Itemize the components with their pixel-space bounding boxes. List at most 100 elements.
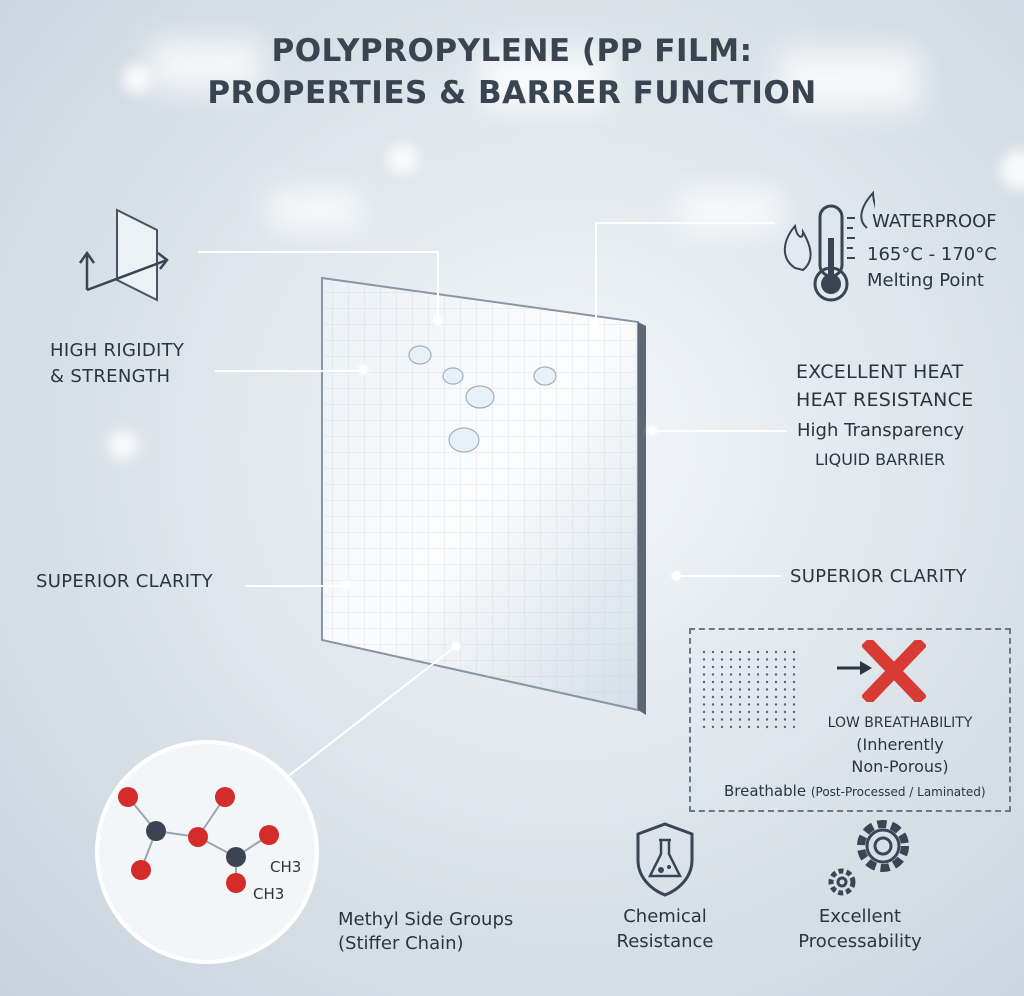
pore-dot bbox=[783, 650, 787, 654]
pore-dot bbox=[720, 710, 724, 714]
pore-dot bbox=[720, 650, 724, 654]
pore-dot bbox=[765, 658, 769, 661]
callout-line bbox=[198, 251, 438, 253]
pore-dot bbox=[783, 710, 787, 714]
pore-dot bbox=[720, 718, 724, 721]
pore-dot bbox=[774, 688, 778, 691]
pore-dot bbox=[756, 680, 760, 684]
pore-dot bbox=[783, 725, 787, 729]
heat-line-1: EXCELLENT HEAT bbox=[796, 361, 964, 383]
pore-dot bbox=[729, 703, 733, 706]
pore-dot bbox=[729, 650, 733, 654]
processability-line-2: Processability bbox=[798, 931, 922, 952]
pore-dot bbox=[765, 695, 769, 699]
pore-dot bbox=[774, 695, 778, 699]
pore-dot bbox=[756, 718, 760, 721]
callout-line bbox=[652, 430, 787, 432]
arrow-right-icon bbox=[860, 661, 872, 675]
breathability-line-1: LOW BREATHABILITY bbox=[827, 715, 973, 731]
pore-dot bbox=[711, 703, 715, 706]
callout-line bbox=[595, 222, 597, 326]
pore-dot bbox=[738, 680, 742, 684]
processability-label: Excellent Processability bbox=[795, 904, 925, 954]
pore-dot bbox=[756, 688, 760, 691]
pore-dot bbox=[765, 673, 769, 676]
pore-dot bbox=[765, 665, 769, 669]
pore-dot bbox=[729, 725, 733, 729]
pore-dot bbox=[747, 658, 751, 661]
pore-dot bbox=[702, 658, 706, 661]
pp-film-sheet bbox=[321, 276, 646, 715]
pore-dot bbox=[738, 650, 742, 654]
pore-dot bbox=[711, 673, 715, 676]
pore-dot bbox=[747, 718, 751, 721]
pore-dot bbox=[738, 725, 742, 729]
breathable-label: Breathable bbox=[724, 782, 807, 800]
callout-line bbox=[595, 222, 775, 224]
pore-dot bbox=[774, 673, 778, 676]
pore-dot bbox=[765, 718, 769, 721]
pore-dot bbox=[747, 673, 751, 676]
breathability-panel bbox=[689, 628, 1011, 812]
pore-dot bbox=[774, 680, 778, 684]
pore-dot bbox=[756, 703, 760, 706]
callout-line bbox=[676, 575, 781, 577]
pore-dot bbox=[702, 688, 706, 691]
pore-dot bbox=[729, 695, 733, 699]
ch3-label-b: CH3 bbox=[253, 885, 285, 903]
title-line-1: POLYPROPYLENE (PP FILM: bbox=[271, 33, 753, 69]
porous-dots-icon bbox=[702, 650, 872, 729]
pore-dot bbox=[792, 665, 796, 669]
pore-dot bbox=[738, 695, 742, 699]
pore-dot bbox=[783, 695, 787, 699]
pore-dot bbox=[720, 688, 724, 691]
pore-dot bbox=[738, 688, 742, 691]
post-processed-note: (Post-Processed / Laminated) bbox=[810, 785, 986, 799]
breathability-line-2: (Inherently bbox=[856, 735, 944, 754]
pore-dot bbox=[756, 710, 760, 714]
red-x-icon bbox=[862, 640, 926, 702]
chemical-resistance-label: Chemical Resistance bbox=[600, 904, 730, 954]
pore-dot bbox=[729, 688, 733, 691]
shield-flask-icon bbox=[636, 822, 694, 897]
pore-dot bbox=[738, 665, 742, 669]
pore-dot bbox=[783, 665, 787, 669]
pore-dot bbox=[765, 688, 769, 691]
title-line-2: PROPERTIES & BARRER FUNCTION bbox=[207, 75, 817, 111]
pore-dot bbox=[747, 695, 751, 699]
pore-dot bbox=[711, 725, 715, 729]
pore-dot bbox=[711, 718, 715, 721]
pore-dot bbox=[792, 695, 796, 699]
pore-dot bbox=[702, 718, 706, 721]
pore-dot bbox=[774, 718, 778, 721]
pore-dot bbox=[756, 658, 760, 661]
pore-dot bbox=[792, 688, 796, 691]
pore-dot bbox=[738, 710, 742, 714]
methyl-line-1: Methyl Side Groups bbox=[338, 909, 514, 930]
breathability-line-3: Non-Porous) bbox=[851, 757, 949, 776]
pore-dot bbox=[738, 718, 742, 721]
pore-dot bbox=[765, 680, 769, 684]
callout-dot bbox=[648, 426, 657, 435]
chemical-line-1: Chemical bbox=[623, 906, 707, 927]
pore-dot bbox=[720, 695, 724, 699]
pore-dot bbox=[756, 665, 760, 669]
breathable-note: Breathable (Post-Processed / Laminated) bbox=[724, 782, 986, 800]
molecule-diagram bbox=[95, 740, 319, 964]
pore-dot bbox=[711, 658, 715, 661]
pore-dot bbox=[765, 725, 769, 729]
callout-dot bbox=[342, 580, 351, 589]
pore-dot bbox=[729, 718, 733, 721]
pore-dot bbox=[747, 703, 751, 706]
flame-icon bbox=[783, 223, 812, 272]
pore-dot bbox=[720, 703, 724, 706]
pore-dot bbox=[702, 650, 706, 654]
waterproof-label: WATERPROOF bbox=[872, 211, 997, 232]
pore-dot bbox=[765, 710, 769, 714]
pore-dot bbox=[711, 688, 715, 691]
pore-dot bbox=[756, 650, 760, 654]
pore-dot bbox=[756, 673, 760, 676]
pore-dot bbox=[729, 665, 733, 669]
thermometer-icon bbox=[783, 190, 875, 302]
pore-dot bbox=[720, 665, 724, 669]
